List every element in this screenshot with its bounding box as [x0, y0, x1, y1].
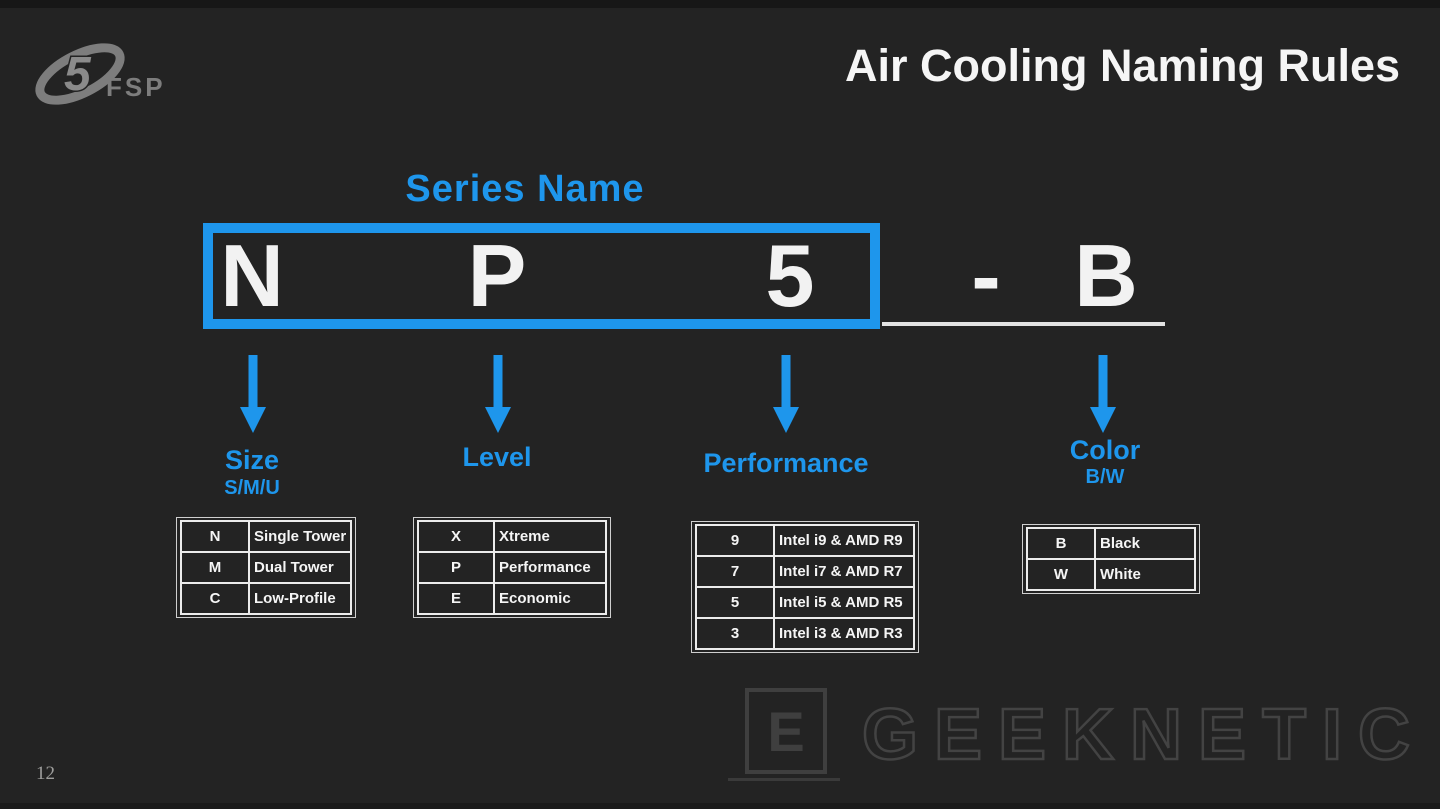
level-desc: Xtreme	[493, 520, 607, 553]
page-number: 12	[36, 763, 55, 784]
table-row: 7 Intel i7 & AMD R7	[695, 555, 915, 588]
category-label-performance: Performance	[703, 448, 869, 478]
level-desc: Performance	[493, 551, 607, 584]
code-letter-performance: 5	[765, 226, 815, 325]
svg-text:5: 5	[64, 48, 92, 101]
level-code: X	[417, 520, 495, 553]
page-title: Air Cooling Naming Rules	[844, 40, 1400, 91]
color-code: B	[1026, 527, 1096, 560]
performance-code: 9	[695, 524, 775, 557]
svg-text:FSP: FSP	[106, 72, 166, 102]
size-code: M	[180, 551, 250, 584]
geeknetic-logo-icon: E	[745, 688, 827, 774]
size-desc: Low-Profile	[247, 582, 353, 615]
performance-desc: Intel i9 & AMD R9	[773, 524, 915, 557]
size-code: N	[180, 520, 250, 553]
table-row: N Single Tower	[180, 520, 353, 553]
size-desc: Single Tower	[247, 520, 353, 553]
size-code: C	[180, 582, 250, 615]
category-label-level: Level	[462, 442, 532, 472]
category-sub-color: B/W	[1085, 466, 1125, 488]
table-row: 9 Intel i9 & AMD R9	[695, 524, 915, 557]
series-name-label: Series Name	[405, 168, 645, 210]
performance-desc: Intel i3 & AMD R3	[773, 617, 915, 650]
performance-code: 5	[695, 586, 775, 619]
size-table: N Single Tower M Dual Tower C Low-Profil…	[176, 517, 357, 618]
down-arrow-icon	[240, 355, 266, 433]
level-desc: Economic	[493, 582, 607, 615]
performance-desc: Intel i7 & AMD R7	[773, 555, 915, 588]
geeknetic-logo-underline	[728, 778, 840, 781]
code-separator: -	[971, 226, 1001, 325]
level-code: E	[417, 582, 495, 615]
category-label-color: Color	[1069, 435, 1141, 465]
color-desc: Black	[1094, 527, 1196, 560]
down-arrow-icon	[1090, 355, 1116, 433]
series-code-box	[203, 223, 880, 329]
table-row: W White	[1026, 558, 1196, 591]
code-letter-size: N	[220, 226, 284, 325]
table-row: B Black	[1026, 527, 1196, 560]
level-table: X Xtreme P Performance E Economic	[413, 517, 611, 618]
performance-code: 7	[695, 555, 775, 588]
color-desc: White	[1094, 558, 1196, 591]
code-letter-level: P	[467, 226, 527, 325]
category-label-size: Size	[224, 445, 280, 475]
down-arrow-icon	[485, 355, 511, 433]
code-letter-color: B	[1074, 226, 1138, 325]
table-row: P Performance	[417, 551, 607, 584]
table-row: X Xtreme	[417, 520, 607, 553]
table-row: M Dual Tower	[180, 551, 353, 584]
table-row: 3 Intel i3 & AMD R3	[695, 617, 915, 650]
color-table: B Black W White	[1022, 524, 1200, 594]
color-code: W	[1026, 558, 1096, 591]
performance-code: 3	[695, 617, 775, 650]
fsp-logo-icon: 5 FSP	[35, 43, 166, 105]
letterbox-bottom	[0, 803, 1440, 809]
table-row: C Low-Profile	[180, 582, 353, 615]
performance-table: 9 Intel i9 & AMD R9 7 Intel i7 & AMD R7 …	[691, 521, 919, 653]
down-arrow-icon	[773, 355, 799, 433]
category-sub-size: S/M/U	[224, 477, 280, 499]
performance-desc: Intel i5 & AMD R5	[773, 586, 915, 619]
geeknetic-watermark: GEEKNETIC	[861, 694, 1427, 777]
suffix-underline	[882, 322, 1165, 326]
table-row: 5 Intel i5 & AMD R5	[695, 586, 915, 619]
table-row: E Economic	[417, 582, 607, 615]
level-code: P	[417, 551, 495, 584]
size-desc: Dual Tower	[247, 551, 353, 584]
letterbox-top	[0, 0, 1440, 8]
